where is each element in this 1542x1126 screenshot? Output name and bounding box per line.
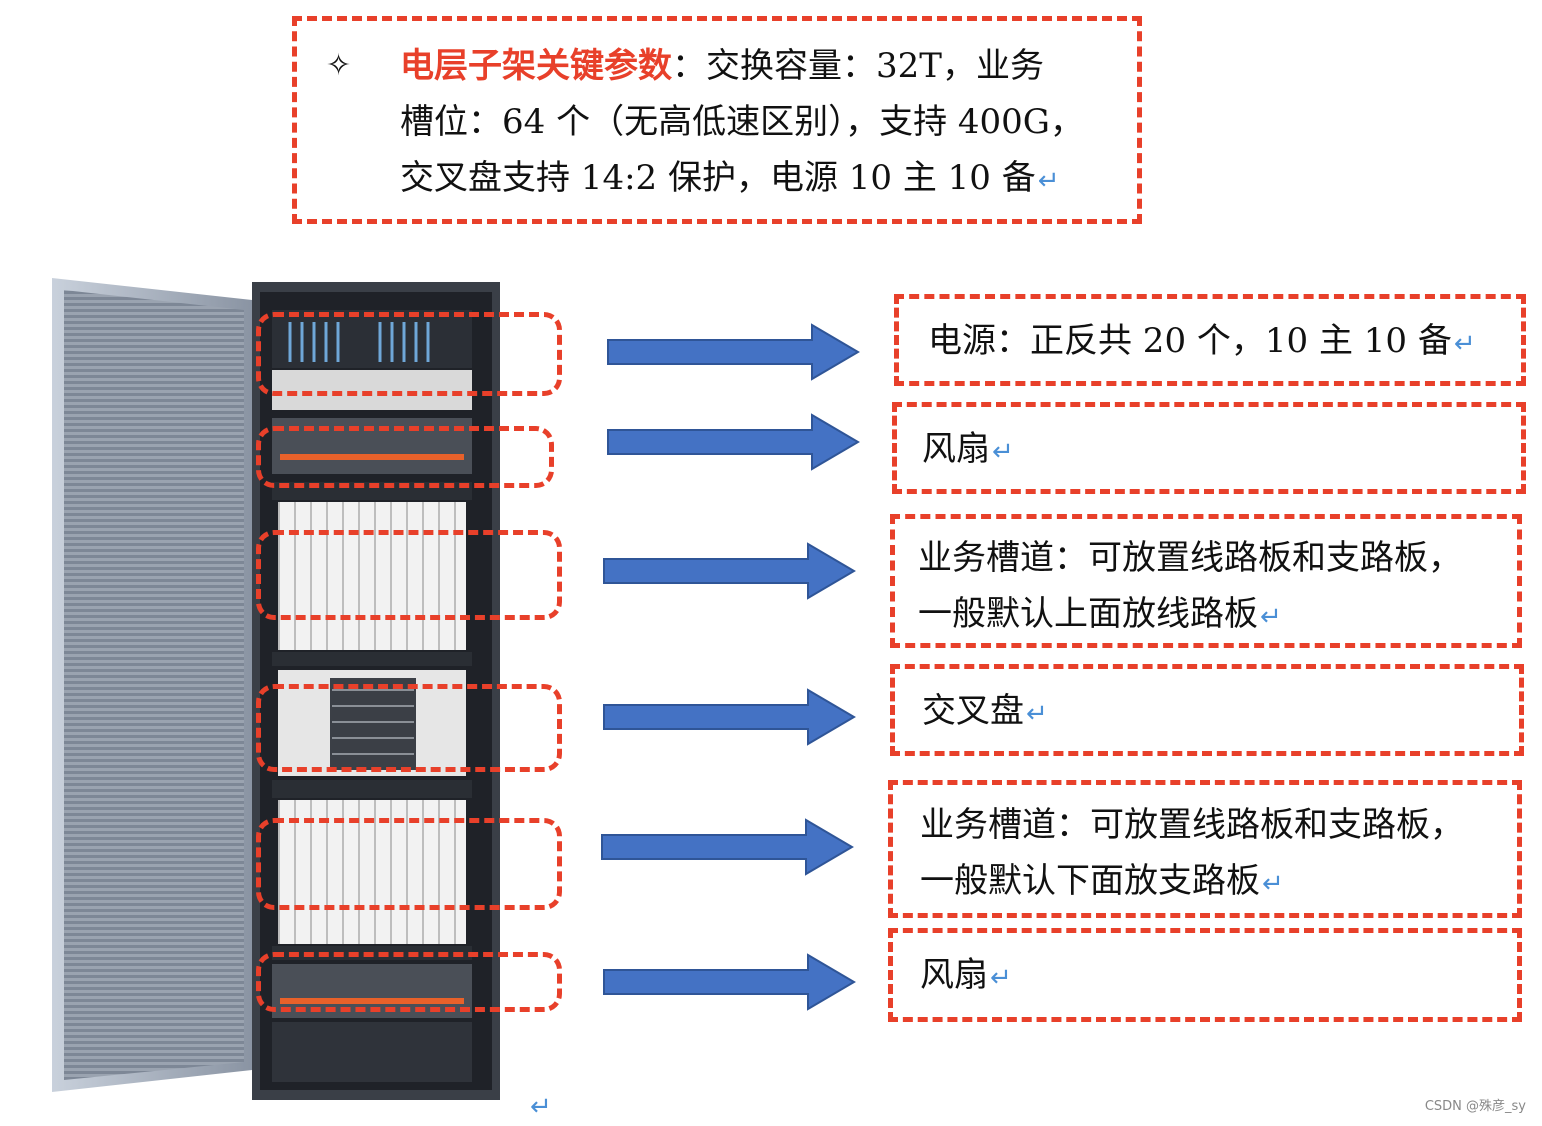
label-box-lower-fan <box>888 928 1522 1022</box>
label-lower-slots-line-2: 一般默认下面放支路板↵ <box>920 853 1284 912</box>
frame-power <box>256 312 562 396</box>
return-mark-icon: ↵ <box>530 1092 552 1122</box>
label-cross-connect-text: 交叉盘 <box>922 691 1024 731</box>
return-mark-icon: ↵ <box>992 437 1014 467</box>
key-params-line-3: 交叉盘支持 14:2 保护，电源 10 主 10 备↵ <box>400 150 1060 209</box>
label-box-upper-slots <box>890 514 1522 648</box>
label-power: 电源：正反共 20 个，10 主 10 备↵ <box>928 313 1476 372</box>
upper-service-slots <box>278 502 466 650</box>
label-upper-slots-line-1: 业务槽道：可放置线路板和支路板， <box>918 538 1462 578</box>
label-lower-slots-line-1: 业务槽道：可放置线路板和支路板， <box>920 805 1464 845</box>
label-upper-fan: 风扇↵ <box>922 421 1014 480</box>
right-arrow-icon <box>607 413 860 471</box>
label-lower-fan-text: 风扇 <box>920 955 988 995</box>
bullet-star-icon: ✧ <box>326 48 352 83</box>
key-params-highlight: 电层子架关键参数 <box>400 46 672 86</box>
frame-cross-connect <box>256 684 562 772</box>
cabinet-illustration <box>52 278 500 1100</box>
frame-lower-slots <box>256 818 562 910</box>
frame-lower-fan <box>256 952 562 1012</box>
label-box-lower-slots <box>888 780 1522 918</box>
key-params-line-2: 槽位：64 个（无高低速区别），支持 400G， <box>400 102 1084 142</box>
right-arrow-icon <box>603 688 856 746</box>
label-power-text: 电源：正反共 20 个，10 主 10 备 <box>928 321 1452 361</box>
label-upper-slots-line-2-text: 一般默认上面放线路板 <box>918 594 1258 634</box>
frame-upper-fan <box>256 426 554 488</box>
label-box-power <box>894 294 1526 386</box>
label-cross-connect: 交叉盘↵ <box>922 683 1048 742</box>
return-mark-icon: ↵ <box>1453 329 1476 359</box>
return-mark-icon: ↵ <box>1262 869 1284 899</box>
right-arrow-icon <box>603 953 856 1011</box>
label-upper-slots-line-2: 一般默认上面放线路板↵ <box>918 586 1282 645</box>
watermark: CSDN @殊彦_sy <box>1424 1099 1526 1114</box>
label-box-cross-connect <box>890 664 1524 756</box>
label-box-upper-fan <box>892 402 1526 494</box>
lower-service-slots <box>278 800 466 944</box>
return-mark-icon: ↵ <box>990 963 1012 993</box>
return-mark-icon: ↵ <box>1026 699 1048 729</box>
right-arrow-icon <box>607 323 860 381</box>
label-lower-slots-line-2-text: 一般默认下面放支路板 <box>920 861 1260 901</box>
power-unit <box>272 310 472 368</box>
key-params-box <box>292 16 1142 224</box>
door-louver-panel <box>64 290 244 1080</box>
key-params-line-1-rest: ：交换容量：32T，业务 <box>672 46 1044 86</box>
label-lower-fan: 风扇↵ <box>920 947 1012 1006</box>
frame-upper-slots <box>256 530 562 620</box>
key-params-line-1: 电层子架关键参数：交换容量：32T，业务 <box>400 38 1044 94</box>
return-mark-icon: ↵ <box>1260 602 1282 632</box>
label-upper-fan-text: 风扇 <box>922 429 990 469</box>
right-arrow-icon <box>601 818 854 876</box>
right-arrow-icon <box>603 542 856 600</box>
key-params-line-3-text: 交叉盘支持 14:2 保护，电源 10 主 10 备 <box>400 158 1036 198</box>
return-mark-icon: ↵ <box>1037 166 1060 196</box>
